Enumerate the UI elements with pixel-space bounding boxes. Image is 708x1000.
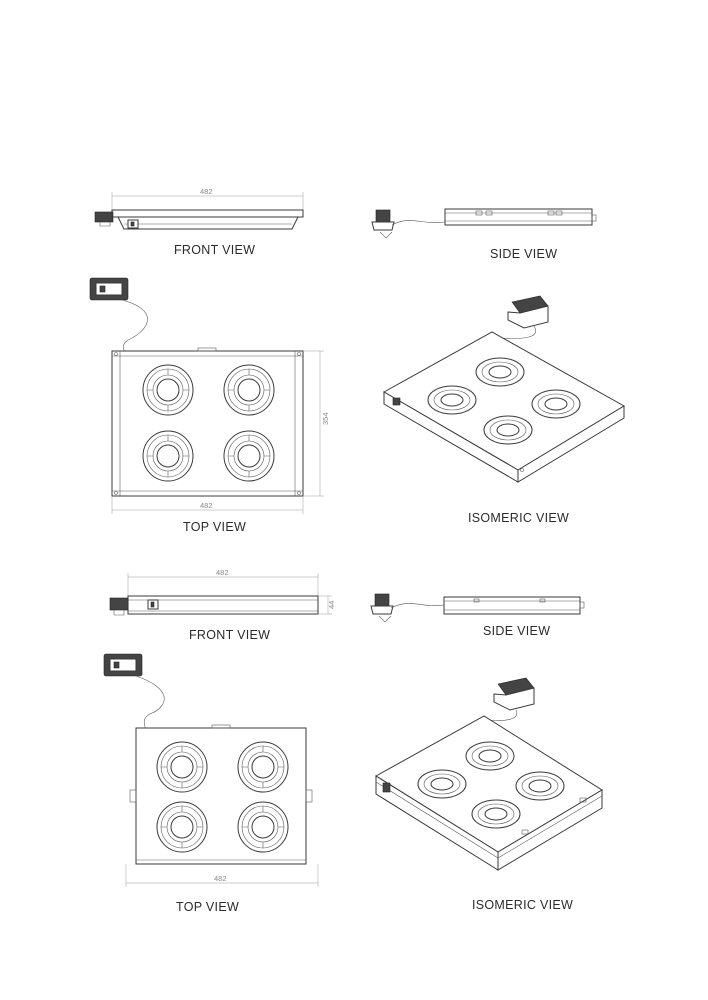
side-view-1-label: SIDE VIEW xyxy=(490,247,557,261)
side-view-2-drawing xyxy=(370,593,585,623)
fan-icon xyxy=(483,415,533,445)
front-view-2-height-dimension: 44 xyxy=(327,601,336,609)
front-view-1-width-dimension: 482 xyxy=(200,187,213,196)
top-view-1-width-dimension: 482 xyxy=(200,501,213,510)
front-view-2-drawing: 482 44 xyxy=(109,568,336,616)
fan-icon xyxy=(465,741,515,771)
isometric-view-2-drawing xyxy=(375,677,603,871)
front-view-1-label: FRONT VIEW xyxy=(174,243,255,257)
top-view-1-fans xyxy=(142,364,275,482)
fan-icon xyxy=(417,769,467,799)
fan-icon xyxy=(471,799,521,829)
isometric-view-2-label: ISOMERIC VIEW xyxy=(472,898,573,912)
front-view-2-width-dimension: 482 xyxy=(216,568,229,577)
fan-icon xyxy=(237,801,289,853)
fan-icon xyxy=(223,364,275,416)
isometric-view-1-drawing xyxy=(382,295,625,483)
front-view-1-drawing: 482 xyxy=(94,187,304,230)
top-view-2-drawing: 482 xyxy=(103,653,319,887)
fan-icon xyxy=(515,771,565,801)
fan-icon xyxy=(223,430,275,482)
fan-icon xyxy=(237,741,289,793)
isometric-view-1-fans xyxy=(427,357,581,445)
front-view-2-label: FRONT VIEW xyxy=(189,628,270,642)
fan-icon xyxy=(156,741,208,793)
side-view-2-label: SIDE VIEW xyxy=(483,624,550,638)
isometric-view-1-label: ISOMERIC VIEW xyxy=(468,511,569,525)
top-view-1-drawing: 354 482 xyxy=(89,277,330,514)
fan-icon xyxy=(475,357,525,387)
top-view-1-depth-dimension: 354 xyxy=(321,412,330,425)
fan-icon xyxy=(156,801,208,853)
fan-icon xyxy=(142,430,194,482)
side-view-1-drawing xyxy=(371,208,597,239)
top-view-2-label: TOP VIEW xyxy=(176,900,239,914)
fan-icon xyxy=(427,385,477,415)
top-view-2-fans xyxy=(156,741,289,853)
fan-icon xyxy=(142,364,194,416)
top-view-2-width-dimension: 482 xyxy=(214,874,227,883)
top-view-1-label: TOP VIEW xyxy=(183,520,246,534)
fan-icon xyxy=(531,389,581,419)
power-supply-box xyxy=(94,211,114,223)
isometric-view-2-fans xyxy=(417,741,565,829)
